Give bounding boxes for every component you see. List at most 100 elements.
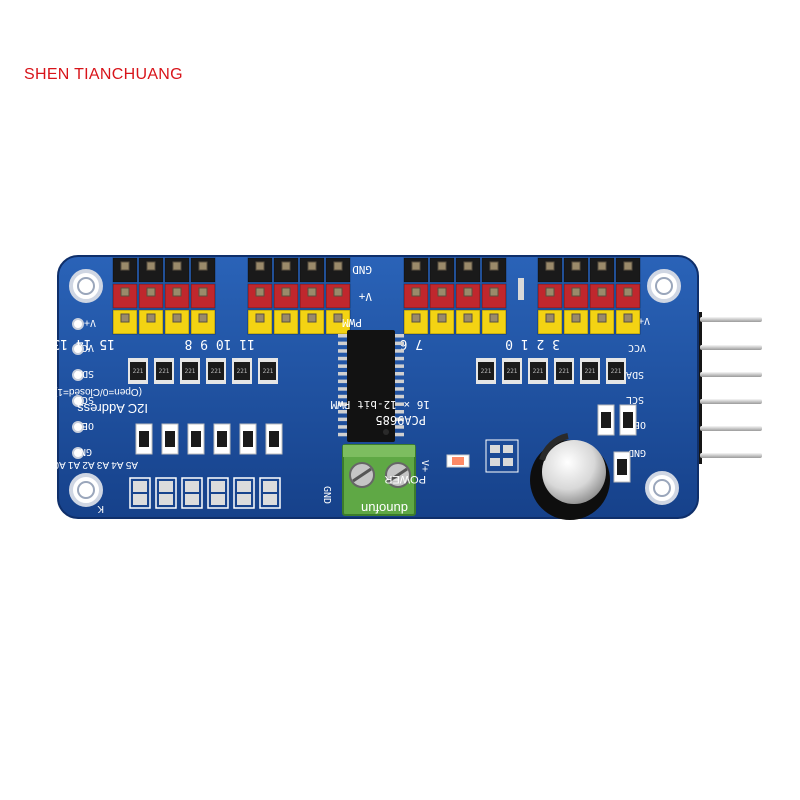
header-pin: [112, 283, 138, 309]
resistor-marking: 221: [533, 368, 544, 375]
address-pad: [155, 477, 177, 509]
address-pad: [181, 477, 203, 509]
header-pin: [481, 257, 507, 283]
header-pin: [537, 283, 563, 309]
power-terminal-block: [342, 444, 416, 516]
resistor-array: 221: [554, 358, 574, 384]
header-pin: [455, 257, 481, 283]
header-pin: [537, 257, 563, 283]
left-label-oe: OE: [82, 420, 94, 431]
left-pin-labels: V+ VCC SDA SCL OE GND: [74, 317, 96, 457]
resistor-array: 221: [206, 358, 226, 384]
header-pin: [589, 257, 615, 283]
header-pin: [273, 257, 299, 283]
chip-subtitle: 16 × 12-bit PWM: [330, 398, 430, 411]
header-pin: [247, 257, 273, 283]
resistor-array: 221: [476, 358, 496, 384]
resistor-marking: 221: [585, 368, 596, 375]
header-pin: [164, 257, 190, 283]
resistor-array: 221: [580, 358, 600, 384]
resistor-array: 221: [128, 358, 148, 384]
address-pad: [233, 477, 255, 509]
resistor-marking: 221: [481, 368, 492, 375]
address-resistor: [213, 423, 231, 455]
address-resistor: [161, 423, 179, 455]
header-pin: [190, 309, 216, 335]
channels-3-0: 3 2 1 0: [505, 336, 560, 351]
address-pin-labels: A5 A4 A3 A2 A1 A0 RW: [34, 459, 138, 470]
resistor-marking: 221: [211, 368, 222, 375]
header-pin: [273, 309, 299, 335]
right-pin-labels: V+ VCC SDA SCL OE GND: [626, 315, 650, 458]
right-label-vcc: VCC: [628, 342, 646, 353]
resistor-marking: 221: [185, 368, 196, 375]
header-pin: [247, 309, 273, 335]
address-pad: [259, 477, 281, 509]
channels-15-12: 15 14 13 12: [29, 336, 115, 351]
power-label: POWER: [384, 473, 426, 485]
header-pin: [589, 283, 615, 309]
address-pad: [207, 477, 229, 509]
header-pin: [273, 283, 299, 309]
header-pin: [563, 309, 589, 335]
header-pin: [299, 283, 325, 309]
header-pin: [138, 257, 164, 283]
header-pin: [138, 283, 164, 309]
header-pin: [247, 283, 273, 309]
address-resistor: [239, 423, 257, 455]
channels-11-8: 11 10 9 8: [185, 336, 255, 351]
i2c-address-subtitle: (Open=0/Closed=1): [54, 386, 142, 397]
watermark-text: SHEN TIANCHUANG: [24, 66, 183, 83]
terminal-gnd-label: GND: [321, 486, 332, 504]
header-pin: [403, 283, 429, 309]
header-pin: [455, 283, 481, 309]
right-label-oe: OE: [634, 419, 646, 430]
resistor-marking: 221: [507, 368, 518, 375]
header-pin: [403, 309, 429, 335]
resistor-array: 221: [502, 358, 522, 384]
header-pin: [299, 309, 325, 335]
header-pin: [190, 257, 216, 283]
resistor-array: 221: [180, 358, 200, 384]
left-label-vcc: VCC: [76, 342, 94, 353]
i2c-address-title: I2C Address: [77, 401, 148, 416]
left-label-vplus: V+: [84, 317, 96, 328]
electrolytic-capacitor: [530, 433, 610, 520]
header-pin: [429, 283, 455, 309]
resistor-marking: 221: [263, 368, 274, 375]
address-resistor: [135, 423, 153, 455]
header-pin: [112, 257, 138, 283]
header-pin: [164, 283, 190, 309]
header-pin: [429, 257, 455, 283]
header-pin: [325, 283, 351, 309]
corner-mark: K: [97, 503, 104, 514]
resistor-marking: 221: [611, 368, 622, 375]
header-pin: [325, 257, 351, 283]
mounting-holes: [69, 269, 681, 507]
header-pin: [563, 283, 589, 309]
header-pin: [615, 257, 641, 283]
header-pin: [589, 309, 615, 335]
header-vplus-label: V+: [358, 290, 372, 303]
address-resistor: [265, 423, 283, 455]
header-pin: [403, 257, 429, 283]
right-label-sda: SDA: [626, 369, 644, 380]
pca9685-chip: [338, 330, 404, 442]
header-pin: [164, 309, 190, 335]
resistor-array: 221: [528, 358, 548, 384]
header-gnd-label: GND: [352, 263, 372, 276]
header-pin: [190, 283, 216, 309]
right-label-vplus: V+: [638, 315, 650, 326]
resistor-arrays: 221 221 221 221 221 221 221 221 221 221 221 221: [128, 358, 626, 384]
smd-component: [518, 278, 524, 300]
header-pin: [299, 257, 325, 283]
left-label-sda: SDA: [76, 368, 94, 379]
servo-headers: [112, 257, 641, 335]
resistor-marking: 221: [237, 368, 248, 375]
terminal-vplus-label: V+: [419, 460, 430, 472]
resistor-marking: 221: [159, 368, 170, 375]
header-pin: [138, 309, 164, 335]
address-pad: [129, 477, 151, 509]
header-pwm-label: PWM: [342, 316, 362, 329]
